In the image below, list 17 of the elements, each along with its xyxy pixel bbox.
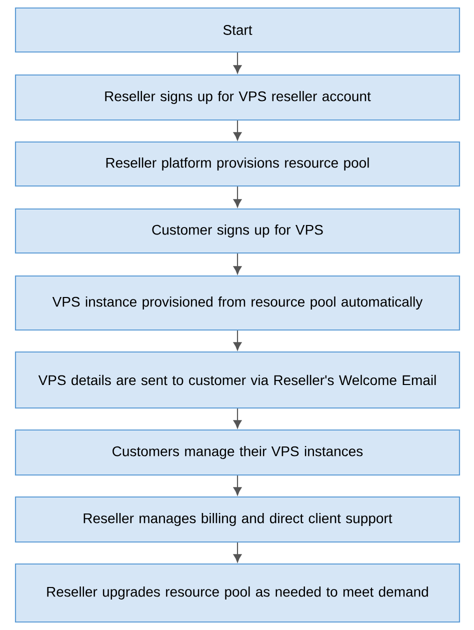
process-box: Reseller platform provisions resource pool xyxy=(14,141,460,187)
arrow xyxy=(233,476,242,496)
process-box: Start xyxy=(14,7,460,53)
process-box: VPS details are sent to customer via Reseller's Welcome Email xyxy=(14,351,460,409)
arrow xyxy=(233,120,242,140)
arrow xyxy=(233,186,242,208)
process-box: Reseller upgrades resource pool as needed to meet demand xyxy=(14,563,460,623)
process-box: Reseller manages billing and direct client support xyxy=(14,496,460,543)
process-box: Reseller signs up for VPS reseller account xyxy=(14,74,460,121)
process-box: Customers manage their VPS instances xyxy=(14,429,460,476)
process-box: VPS instance provisioned from resource pool automatically xyxy=(14,275,460,331)
arrow xyxy=(233,330,242,350)
arrow xyxy=(233,52,242,74)
process-box: Customer signs up for VPS xyxy=(14,208,460,254)
arrow xyxy=(233,254,242,274)
arrow xyxy=(233,542,242,562)
arrow xyxy=(233,408,242,428)
